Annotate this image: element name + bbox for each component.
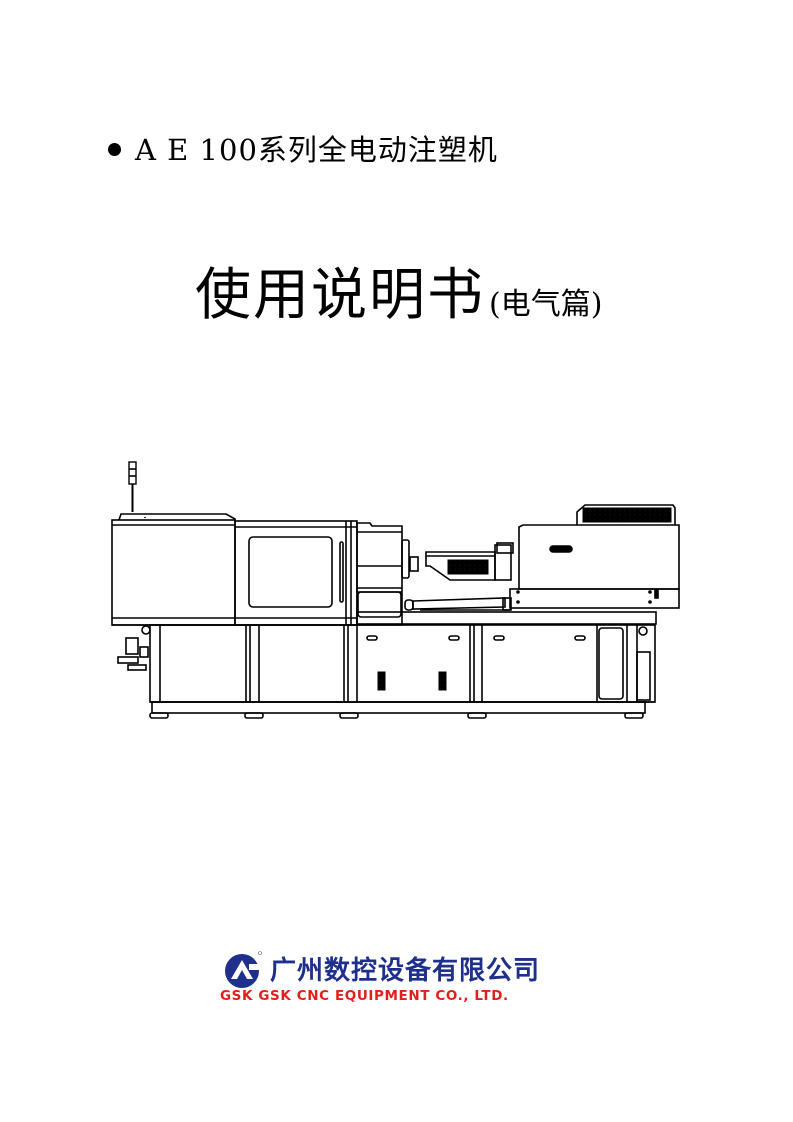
injection-machine-illustration	[111, 461, 680, 719]
subtitle-text: A E 100系列全电动注塑机	[135, 133, 498, 167]
company-name-cn: 广州数控设备有限公司	[270, 956, 541, 986]
page-title: 使用说明书 (电气篇)	[195, 250, 602, 331]
series-subtitle: A E 100系列全电动注塑机	[108, 128, 498, 168]
gsk-logo-icon	[225, 951, 262, 988]
title-main: 使用说明书	[195, 263, 485, 328]
title-sub: (电气篇)	[489, 287, 603, 322]
company-logo: 广州数控设备有限公司 GSK GSK CNC EQUIPMENT CO., LT…	[220, 948, 590, 1008]
bullet-icon	[108, 142, 121, 156]
company-name-en: GSK GSK CNC EQUIPMENT CO., LTD.	[220, 988, 509, 1004]
signal-tower-icon	[128, 461, 137, 512]
